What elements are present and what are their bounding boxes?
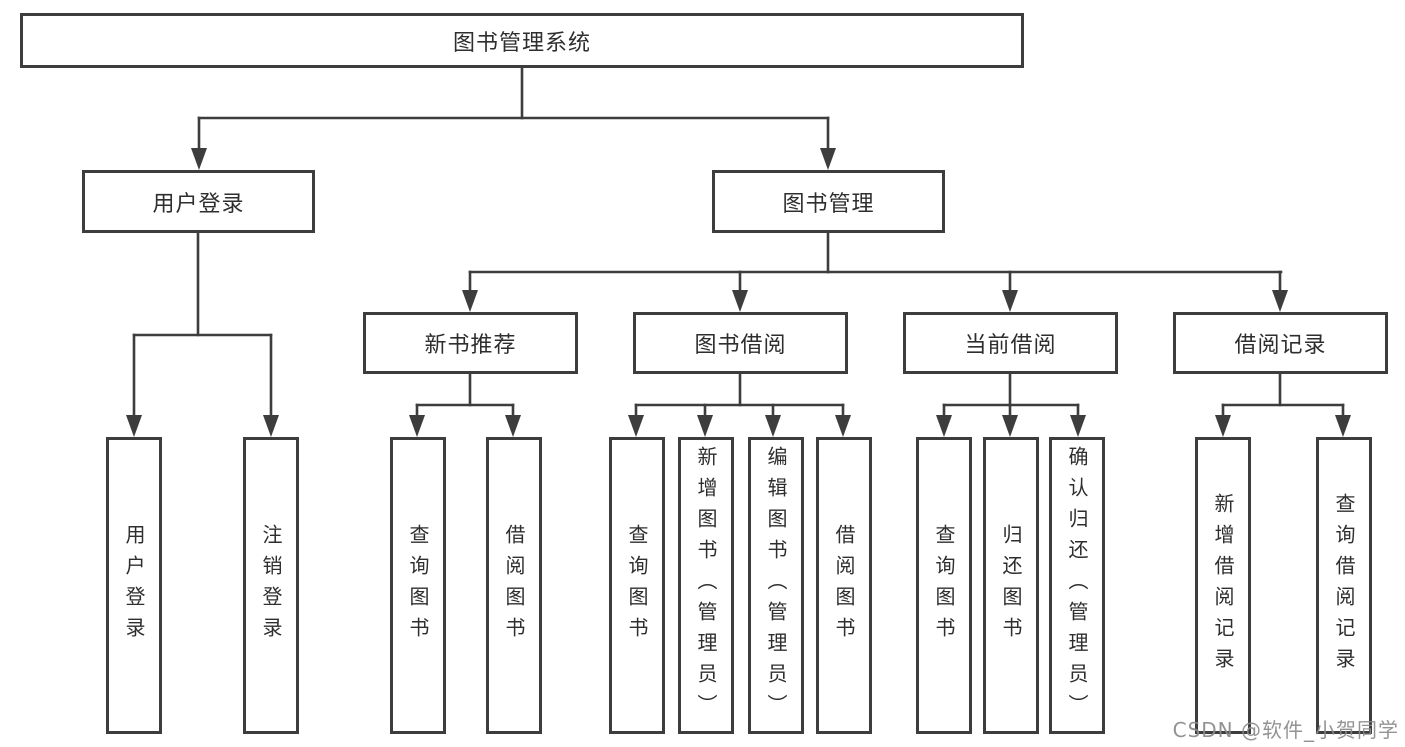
connector-new-book-recommend-children bbox=[409, 372, 521, 437]
connector-book-borrow-children bbox=[628, 372, 851, 437]
leaf-label: 查询图书 bbox=[406, 523, 430, 648]
connector-book-management-children bbox=[462, 231, 1288, 312]
leaf-borrow-borrow-books: 借阅图书 bbox=[816, 437, 872, 734]
leaf-current-confirm-return-admin: 确认归还（管理员） bbox=[1049, 437, 1105, 734]
connector-borrow-records-children bbox=[1215, 372, 1351, 437]
leaf-recommend-borrow-books: 借阅图书 bbox=[486, 437, 542, 734]
node-current-borrow: 当前借阅 bbox=[903, 312, 1118, 374]
node-label: 当前借阅 bbox=[964, 333, 1057, 358]
leaf-label: 借阅图书 bbox=[502, 523, 526, 648]
connector-user-login-children bbox=[126, 231, 279, 437]
leaf-label: 编辑图书（管理员） bbox=[764, 446, 788, 725]
leaf-label: 查询借阅记录 bbox=[1332, 492, 1356, 679]
node-label: 新书推荐 bbox=[424, 333, 517, 358]
leaf-label: 查询图书 bbox=[625, 523, 649, 648]
node-label: 图书管理系统 bbox=[452, 30, 591, 56]
node-new-book-recommend: 新书推荐 bbox=[363, 312, 578, 374]
connector-current-borrow-children bbox=[936, 372, 1086, 437]
leaf-current-query-books: 查询图书 bbox=[916, 437, 972, 734]
node-user-login: 用户登录 bbox=[82, 170, 315, 233]
node-label: 用户登录 bbox=[152, 191, 245, 217]
node-library-management-system: 图书管理系统 bbox=[20, 13, 1024, 68]
node-book-borrow: 图书借阅 bbox=[633, 312, 848, 374]
leaf-recommend-query-books: 查询图书 bbox=[390, 437, 446, 734]
leaf-records-query-borrow-record: 查询借阅记录 bbox=[1316, 437, 1372, 734]
leaf-label: 新增图书（管理员） bbox=[694, 446, 718, 725]
csdn-watermark: CSDN @软件_小贺同学 bbox=[1172, 718, 1399, 742]
leaf-borrow-query-books: 查询图书 bbox=[609, 437, 665, 734]
node-label: 图书管理 bbox=[782, 191, 875, 217]
leaf-logout-login: 注销登录 bbox=[243, 437, 299, 734]
leaf-label: 归还图书 bbox=[999, 523, 1023, 648]
leaf-label: 用户登录 bbox=[122, 523, 146, 648]
leaf-label: 确认归还（管理员） bbox=[1065, 446, 1089, 725]
leaf-label: 查询图书 bbox=[932, 523, 956, 648]
node-book-management: 图书管理 bbox=[712, 170, 945, 233]
node-label: 借阅记录 bbox=[1234, 333, 1327, 358]
node-borrow-records: 借阅记录 bbox=[1173, 312, 1388, 374]
node-label: 图书借阅 bbox=[694, 333, 787, 358]
leaf-borrow-edit-books-admin: 编辑图书（管理员） bbox=[748, 437, 804, 734]
connector-root-to-level2 bbox=[191, 66, 836, 170]
leaf-current-return-books: 归还图书 bbox=[983, 437, 1039, 734]
leaf-label: 新增借阅记录 bbox=[1211, 492, 1235, 679]
leaf-borrow-add-books-admin: 新增图书（管理员） bbox=[678, 437, 734, 734]
leaf-label: 注销登录 bbox=[259, 523, 283, 648]
leaf-user-login: 用户登录 bbox=[106, 437, 162, 734]
leaf-records-add-borrow-record: 新增借阅记录 bbox=[1195, 437, 1251, 734]
leaf-label: 借阅图书 bbox=[832, 523, 856, 648]
